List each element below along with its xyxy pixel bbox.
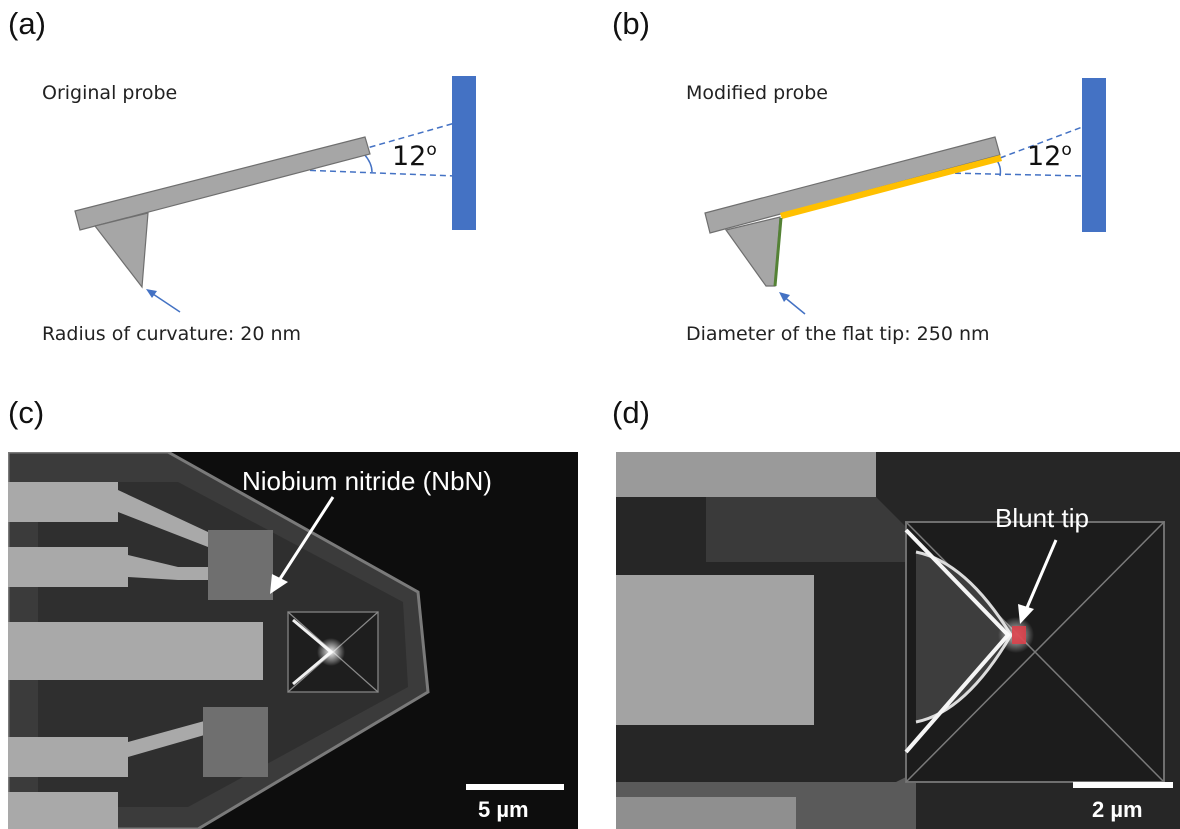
coating-layer	[780, 155, 1002, 219]
cantilever	[74, 136, 371, 231]
nbn-patch	[203, 707, 268, 777]
scale-bar-label-d: 2 µm	[1092, 797, 1143, 822]
sem-image-c	[8, 452, 578, 829]
tip-apex	[317, 638, 345, 666]
tip-pointer-arrowhead	[779, 292, 790, 302]
reference-line-upper	[999, 125, 1086, 159]
electrode-pad	[8, 547, 128, 587]
panel-b-label: (b)	[612, 6, 650, 41]
tip-pointer-arrow	[149, 291, 181, 313]
blunt-tip-callout-label: Blunt tip	[995, 503, 1089, 533]
callout-arrowhead	[1018, 604, 1034, 624]
panel-b-annotation: Diameter of the flat tip: 250 nm	[686, 323, 990, 345]
panel-b-title: Modified probe	[686, 82, 828, 104]
electrode-pad	[8, 792, 118, 829]
top-electrode	[616, 452, 876, 497]
electrode-pad	[8, 482, 118, 522]
scale-bar	[1073, 782, 1173, 788]
callout-arrow	[276, 496, 335, 583]
callout-arrowhead	[270, 574, 288, 594]
sem-image-d	[616, 452, 1180, 829]
probe-tip	[93, 212, 149, 289]
blunt-tip-marker	[1012, 626, 1026, 644]
probe-tip	[724, 216, 781, 287]
nbn-callout-label: Niobium nitride (NbN)	[242, 466, 492, 496]
scale-bar-label-c: 5 µm	[478, 797, 529, 822]
main-electrode	[616, 575, 814, 725]
bottom-electrode-pad	[616, 797, 796, 829]
panel-c-label: (c)	[8, 395, 45, 430]
sample-wall	[1082, 78, 1106, 232]
original-probe-diagram	[74, 76, 476, 313]
sample-wall	[452, 76, 476, 230]
angle-arc	[363, 153, 373, 173]
electrode-shadow	[706, 497, 916, 562]
panel-a-title: Original probe	[42, 82, 178, 104]
angle-label-b: 12o	[1027, 140, 1072, 172]
center-electrode	[8, 622, 263, 680]
panel-d-label: (d)	[612, 395, 650, 430]
reference-line-lower	[944, 172, 1086, 177]
nbn-patch	[208, 530, 273, 600]
tip-pointer-arrowhead	[146, 289, 157, 298]
callout-arrow	[1024, 539, 1058, 611]
angle-label-a: 12o	[392, 140, 437, 172]
tip-pointer-arrow	[782, 295, 806, 315]
modified-probe-diagram	[704, 78, 1106, 315]
cantilever	[704, 136, 1001, 234]
scale-bar	[466, 784, 564, 790]
reference-line-lower	[299, 169, 456, 177]
tip-coated-edge	[773, 217, 783, 287]
electrode-pad	[8, 737, 128, 777]
panel-a-label: (a)	[8, 6, 46, 41]
panel-a-annotation: Radius of curvature: 20 nm	[42, 323, 302, 345]
reference-line-upper	[359, 122, 456, 151]
